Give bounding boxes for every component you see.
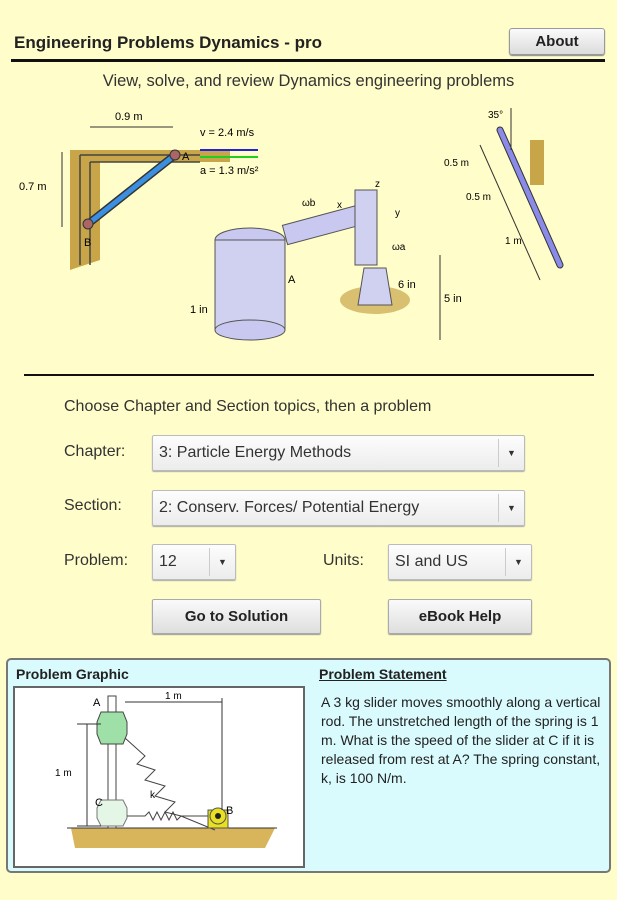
dropdown-arrow-icon: ▼ xyxy=(505,548,531,576)
sliding-bar-illustration: 0.9 m 0.7 m v = 2.4 m/s a = 1.3 m/s² A B xyxy=(19,111,259,270)
seg2-label: 0.5 m xyxy=(466,192,491,203)
point-b-label: B xyxy=(84,237,91,249)
problem-label: Problem: xyxy=(64,552,129,569)
label-k: k xyxy=(150,790,156,801)
angle-label: 35° xyxy=(488,110,503,121)
axis-x: x xyxy=(337,200,342,211)
problem-statement-title: Problem Statement xyxy=(319,666,447,682)
seg3-label: 1 m xyxy=(505,236,522,247)
about-button[interactable]: About xyxy=(509,28,605,55)
label-c: C xyxy=(95,797,103,809)
dropdown-arrow-icon: ▼ xyxy=(498,439,524,467)
problem-graphic: A B C k 1 m 1 m xyxy=(13,686,305,868)
units-value: SI and US xyxy=(395,553,468,570)
instruction-text: Choose Chapter and Section topics, then … xyxy=(64,398,432,415)
velocity-label: v = 2.4 m/s xyxy=(200,127,255,139)
dropdown-arrow-icon: ▼ xyxy=(498,494,524,522)
omega-a: ωa xyxy=(392,242,406,253)
label-b: B xyxy=(226,805,233,817)
section-label: Section: xyxy=(64,497,122,514)
seg1-label: 0.5 m xyxy=(444,158,469,169)
problem-value: 12 xyxy=(159,553,177,570)
point-a-label: A xyxy=(182,151,190,163)
dim-6in: 6 in xyxy=(398,279,416,291)
problem-statement-text: A 3 kg slider moves smoothly along a ver… xyxy=(321,694,601,786)
dropdown-arrow-icon: ▼ xyxy=(209,548,235,576)
label-horiz-dim: 1 m xyxy=(165,691,182,702)
units-label: Units: xyxy=(323,552,364,569)
label-a: A xyxy=(93,697,101,709)
axis-y: y xyxy=(395,208,400,219)
subtitle: View, solve, and review Dynamics enginee… xyxy=(102,72,515,90)
app-title: Engineering Problems Dynamics - pro xyxy=(14,33,322,52)
dim-height: 0.7 m xyxy=(19,181,47,193)
dim-5in: 5 in xyxy=(444,293,462,305)
ebook-help-button[interactable]: eBook Help xyxy=(388,599,532,634)
slider-spring-diagram: A B C k 1 m 1 m xyxy=(55,691,277,848)
accel-label: a = 1.3 m/s² xyxy=(200,165,259,177)
omega-b: ωb xyxy=(302,198,316,209)
section-value: 2: Conserv. Forces/ Potential Energy xyxy=(159,499,420,516)
problem-graphic-title: Problem Graphic xyxy=(16,666,129,682)
chapter-label: Chapter: xyxy=(64,443,126,460)
section-divider xyxy=(24,374,594,376)
point-a: A xyxy=(288,274,296,286)
section-select[interactable]: 2: Conserv. Forces/ Potential Energy ▼ xyxy=(152,490,525,526)
dim-width: 0.9 m xyxy=(115,111,143,123)
dim-1in: 1 in xyxy=(190,304,208,316)
go-to-solution-button[interactable]: Go to Solution xyxy=(152,599,321,634)
problem-select[interactable]: 12 ▼ xyxy=(152,544,236,580)
chapter-select[interactable]: 3: Particle Energy Methods ▼ xyxy=(152,435,525,471)
header-illustrations: 0.9 m 0.7 m v = 2.4 m/s a = 1.3 m/s² A B… xyxy=(19,108,564,341)
inclined-rod-illustration: 35° 0.5 m 0.5 m 1 m xyxy=(444,108,564,281)
chapter-value: 3: Particle Energy Methods xyxy=(159,444,352,461)
header-divider xyxy=(11,59,605,62)
label-vert-dim: 1 m xyxy=(55,768,72,779)
problem-panel: Problem Graphic A B C k 1 m 1 m Problem … xyxy=(6,658,611,873)
units-select[interactable]: SI and US ▼ xyxy=(388,544,532,580)
axis-z: z xyxy=(375,179,380,190)
gear-shaft-illustration: z x y ωb ωa A 6 in 5 in 1 in xyxy=(190,179,462,341)
